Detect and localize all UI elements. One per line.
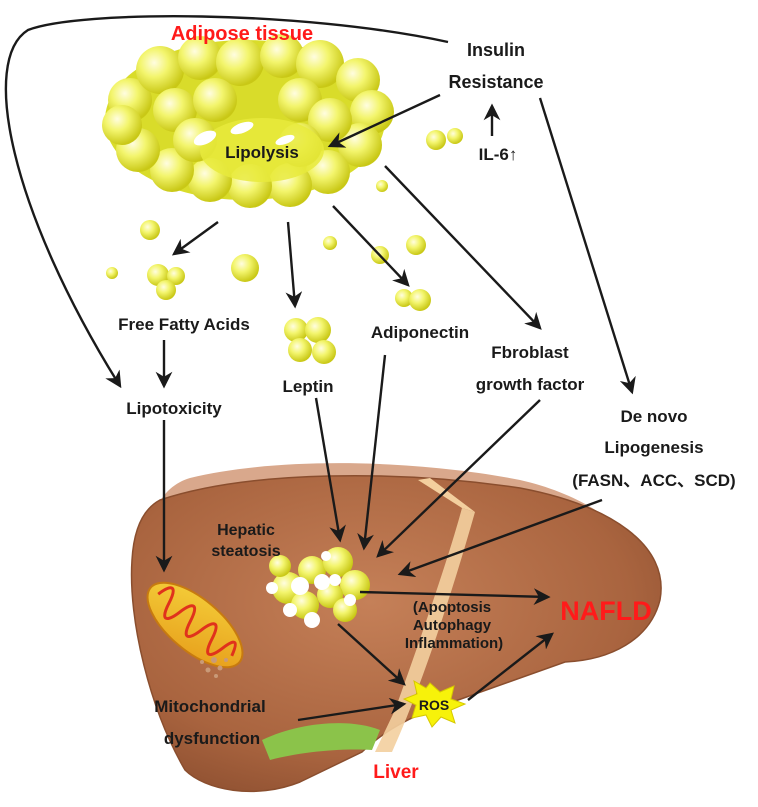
label-nafld: NAFLD	[560, 596, 651, 626]
ros-burst-icon	[402, 679, 467, 728]
label-adiponectin: Adiponectin	[371, 323, 469, 342]
arrow-lipogenesis-to-steatosis	[397, 498, 603, 577]
arrow-lipolysis-to-ffa	[171, 221, 219, 256]
arrow-mito-to-ros	[297, 697, 407, 722]
mitochondria-debris	[200, 657, 228, 678]
label-dysfunction: dysfunction	[164, 729, 260, 748]
arrow-lipolysis-to-fgf	[384, 165, 542, 330]
arrow-leptin-to-steatosis	[314, 397, 346, 543]
label-ros: ROS	[419, 697, 449, 713]
label-growth-factor: growth factor	[476, 375, 585, 394]
label-lipogenesis: Lipogenesis	[604, 438, 703, 457]
label-enzymes: (FASN、ACC、SCD)	[572, 471, 735, 490]
label-il6: IL-6↑	[479, 145, 518, 164]
label-adipose-tissue: Adipose tissue	[171, 23, 313, 45]
label-hepatic: Hepatic	[217, 522, 275, 539]
arrow-insulin-to-lipogenesis	[538, 97, 636, 395]
label-insulin: Insulin	[467, 40, 525, 60]
label-inflammation: Inflammation)	[405, 635, 503, 652]
arrow-lipolysis-to-leptin	[285, 221, 303, 309]
label-liver: Liver	[373, 762, 419, 783]
arrow-adiponectin-to-steatosis	[357, 354, 387, 551]
label-lipotoxicity: Lipotoxicity	[126, 399, 222, 418]
label-de-novo: De novo	[620, 407, 687, 426]
falciform-ligament	[375, 508, 475, 752]
label-resistance: Resistance	[448, 72, 543, 92]
label-fibroblast: Fbroblast	[491, 343, 569, 362]
ligament-top	[418, 478, 475, 512]
arrow-ros-to-nafld	[467, 632, 554, 701]
mitochondrion-icon	[146, 581, 244, 669]
label-lipolysis: Lipolysis	[225, 143, 299, 162]
label-mitochondrial: Mitochondrial	[154, 697, 265, 716]
adipose-tissue-cluster	[102, 34, 394, 208]
arrow-insulin-to-lipotoxicity	[4, 15, 449, 389]
label-leptin: Leptin	[283, 377, 334, 396]
label-free-fatty-acids: Free Fatty Acids	[118, 315, 250, 334]
diagram-labels: Adipose tissue Insulin Resistance Lipoly…	[118, 23, 736, 783]
pathway-arrows	[4, 15, 636, 722]
arrow-lipolysis-to-adiponectin	[332, 205, 410, 287]
liver-illustration	[130, 463, 662, 793]
arrow-fgf-to-steatosis	[376, 399, 541, 558]
arrow-steatosis-to-ros	[337, 623, 406, 686]
label-apoptosis: (Apoptosis	[413, 599, 491, 616]
arrow-insulin-to-lipolysis	[327, 93, 441, 148]
label-autophagy: Autophagy	[413, 617, 492, 634]
gallbladder	[262, 723, 380, 760]
label-steatosis: steatosis	[211, 543, 280, 560]
lipid-droplets-cluster	[266, 547, 370, 628]
arrow-steatosis-to-nafld	[359, 588, 551, 606]
